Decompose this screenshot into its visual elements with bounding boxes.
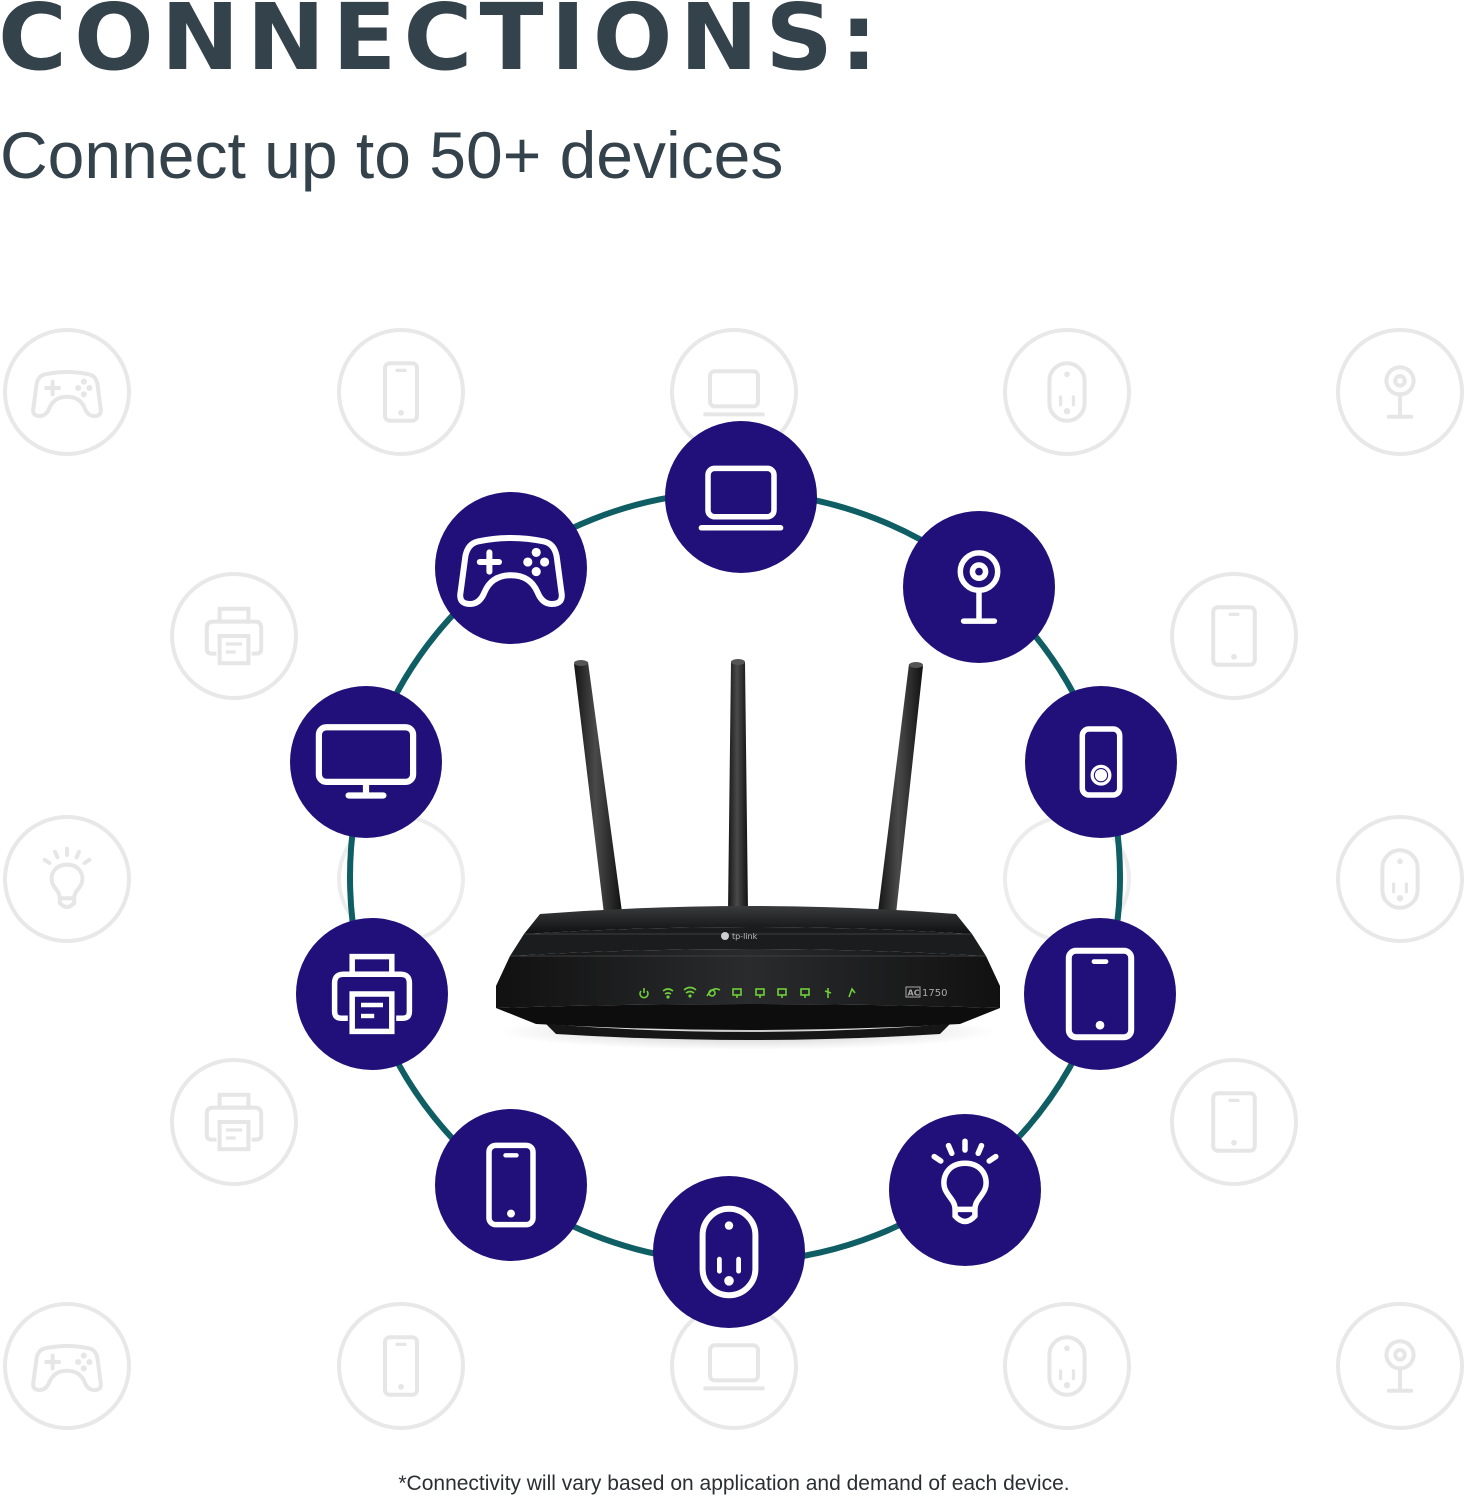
smart-plug-icon xyxy=(1003,1302,1131,1430)
internet-led-icon xyxy=(706,988,721,997)
wps-led-icon xyxy=(848,987,856,998)
node-phone xyxy=(435,1109,587,1261)
gamepad-icon xyxy=(3,1302,131,1430)
node-doorbell xyxy=(1025,686,1177,838)
lan3-led-icon xyxy=(777,988,787,998)
node-smart-plug xyxy=(653,1176,805,1328)
tablet-icon xyxy=(1170,1058,1298,1186)
camera-icon xyxy=(1336,1302,1464,1430)
node-lightbulb xyxy=(889,1114,1041,1266)
node-tablet xyxy=(1024,918,1176,1070)
antenna-right xyxy=(878,662,923,914)
status-leds xyxy=(639,986,856,999)
phone-icon xyxy=(337,1302,465,1430)
lightbulb-icon xyxy=(3,815,131,943)
router: tp-link AC 1750 xyxy=(496,659,1000,1050)
usb-led-icon xyxy=(824,988,832,998)
svg-text:1750: 1750 xyxy=(922,988,947,999)
footnote-disclaimer: *Connectivity will vary based on applica… xyxy=(398,1472,1070,1495)
antenna-left xyxy=(574,660,622,914)
node-monitor xyxy=(290,686,442,838)
tp-link-logo: tp-link xyxy=(721,932,758,941)
device-nodes xyxy=(290,421,1177,1328)
background-pattern xyxy=(3,328,1464,1430)
printer-icon xyxy=(170,572,298,700)
svg-text:tp-link: tp-link xyxy=(732,932,758,941)
printer-icon xyxy=(170,1058,298,1186)
node-camera xyxy=(903,511,1055,663)
lan1-led-icon xyxy=(732,988,742,998)
gamepad-icon xyxy=(3,328,131,456)
phone-icon xyxy=(337,328,465,456)
antenna-center xyxy=(728,659,748,912)
wifi-24-led-icon xyxy=(662,988,674,999)
page-title: CONNECTIONS: xyxy=(0,0,885,91)
node-printer xyxy=(296,918,448,1070)
smart-plug-icon xyxy=(1336,815,1464,943)
node-gamepad xyxy=(435,492,587,644)
camera-icon xyxy=(1336,328,1464,456)
lan4-led-icon xyxy=(800,988,810,998)
lan2-led-icon xyxy=(755,988,765,998)
model-badge: AC 1750 xyxy=(905,986,947,999)
tablet-icon xyxy=(1170,572,1298,700)
smart-plug-icon xyxy=(1003,328,1131,456)
svg-text:AC: AC xyxy=(908,989,920,998)
node-laptop xyxy=(665,421,817,573)
page-subtitle: Connect up to 50+ devices xyxy=(0,118,784,192)
power-led-icon xyxy=(639,988,649,999)
wifi-5-led-icon xyxy=(683,986,697,998)
